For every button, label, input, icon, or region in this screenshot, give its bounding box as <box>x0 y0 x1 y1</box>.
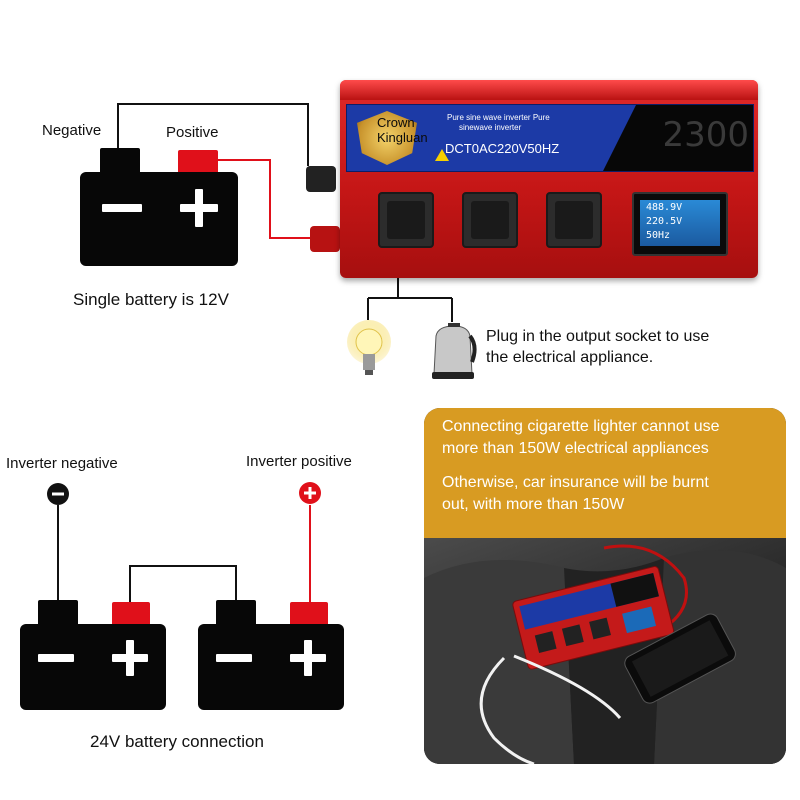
warning-line1: Connecting cigarette lighter cannot use <box>442 418 720 435</box>
positive-label: Positive <box>166 124 219 141</box>
battery-1-positive-terminal <box>112 602 150 626</box>
lcd-display: 488.9V 220.5V 50Hz <box>632 192 728 256</box>
negative-wire <box>117 103 309 166</box>
brand-line1: Crown <box>377 115 415 130</box>
electric-kettle-icon <box>432 323 477 379</box>
battery-2-positive-terminal <box>290 602 328 626</box>
car-interior-illustration <box>424 544 786 764</box>
warning-banner: Connecting cigarette lighter cannot use … <box>424 408 786 538</box>
inverter-positive-label: Inverter positive <box>246 453 352 470</box>
spec-text: DCT0AC220V50HZ <box>445 141 560 156</box>
positive-input-terminal <box>310 226 340 252</box>
warning-line4: out, with more than 150W <box>442 496 625 513</box>
minus-icon <box>102 204 142 212</box>
car-interior-image <box>424 538 786 764</box>
brand-line2: Kingluan <box>377 130 428 145</box>
battery-1 <box>20 600 166 710</box>
label-top-line2: sinewave inverter <box>459 123 522 132</box>
ac-socket-2 <box>462 192 518 248</box>
light-bulb-icon <box>347 320 391 375</box>
watt-panel: 2300 <box>603 105 753 171</box>
display-line2: 220.5V <box>646 216 683 227</box>
label-top-line1: Pure sine wave inverter Pure <box>447 113 550 122</box>
minus-icon <box>216 654 252 662</box>
warning-line2: more than 150W electrical appliances <box>442 440 709 457</box>
inverter-label-panel: Crown Kingluan Pure sine wave inverter P… <box>346 104 754 172</box>
ac-socket-1 <box>378 192 434 248</box>
ac-socket-3 <box>546 192 602 248</box>
inverter-device: Crown Kingluan Pure sine wave inverter P… <box>340 80 758 278</box>
negative-label: Negative <box>42 122 102 139</box>
positive-wire <box>218 159 310 239</box>
display-line3: 50Hz <box>646 230 671 241</box>
single-battery-caption: Single battery is 12V <box>73 290 229 309</box>
warning-icon <box>435 149 449 161</box>
minus-icon <box>38 654 74 662</box>
series-link-wire <box>129 565 237 612</box>
plug-instruction-line1: Plug in the output socket to use <box>486 328 710 345</box>
warning-line3: Otherwise, car insurance will be burnt <box>442 474 709 491</box>
display-line1: 488.9V <box>646 202 683 213</box>
battery-2 <box>198 600 344 710</box>
car-usage-photo: Connecting cigarette lighter cannot use … <box>424 408 786 764</box>
connection-caption: 24V battery connection <box>90 732 264 751</box>
watt-text: 2300 <box>662 115 749 155</box>
inverter-negative-label: Inverter negative <box>6 455 118 472</box>
negative-terminal <box>100 148 140 174</box>
battery-2-negative-terminal <box>216 600 256 626</box>
single-battery <box>80 148 238 266</box>
inverter-positive-icon <box>299 482 321 504</box>
battery-1-negative-terminal <box>38 600 78 626</box>
positive-terminal <box>178 150 218 174</box>
plug-instruction-line2: the electrical appliance. <box>486 349 654 366</box>
inverter-negative-icon <box>47 483 69 505</box>
negative-input-terminal <box>306 166 336 192</box>
